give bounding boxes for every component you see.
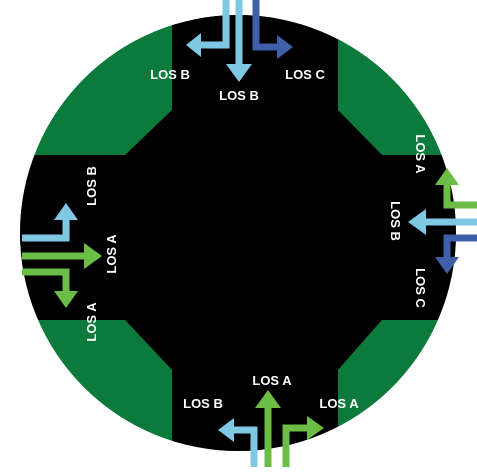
west-left-turn-arrow <box>22 218 70 242</box>
south-left-turn-arrowhead <box>218 418 234 442</box>
south-right-los-label: LOS A <box>319 396 359 411</box>
east-right-turn-arrow <box>443 183 477 209</box>
south-through-los-label: LOS A <box>252 373 292 388</box>
north-left-los-label: LOS B <box>150 67 190 82</box>
west-bottom-los-label: LOS A <box>84 302 99 342</box>
east-top-los-label: LOS A <box>413 134 428 174</box>
west-top-los-label: LOS B <box>84 166 99 206</box>
east-right-turn-arrowhead <box>435 168 459 185</box>
south-left-los-label: LOS B <box>183 396 223 411</box>
west-through-arrowhead <box>84 243 102 269</box>
south-approach-arrows <box>218 390 324 467</box>
south-through-arrowhead <box>255 390 281 408</box>
west-right-turn-arrowhead <box>54 291 78 308</box>
west-middle-los-label: LOS A <box>104 234 119 274</box>
east-middle-los-label: LOS B <box>388 201 403 241</box>
west-left-turn-arrowhead <box>54 203 78 220</box>
north-right-turn-arrowhead <box>277 35 293 59</box>
west-right-turn-arrow <box>22 268 70 292</box>
north-left-turn-arrowhead <box>186 33 201 57</box>
north-left-turn-arrow <box>199 0 230 49</box>
east-approach-arrows <box>408 168 477 274</box>
west-approach-arrows <box>22 203 102 308</box>
east-through-arrowhead <box>408 209 426 235</box>
east-left-turn-arrow <box>443 234 477 258</box>
green-corner-nw <box>20 15 172 155</box>
north-through-arrowhead <box>226 64 252 82</box>
south-right-turn-arrow <box>282 424 309 467</box>
east-left-turn-arrowhead <box>435 257 459 274</box>
north-approach-arrows <box>186 0 293 82</box>
north-right-los-label: LOS C <box>285 67 325 82</box>
south-left-turn-arrow <box>232 426 258 467</box>
east-bottom-los-label: LOS C <box>413 268 428 308</box>
north-right-turn-arrow <box>252 0 279 51</box>
south-right-turn-arrowhead <box>307 416 324 440</box>
north-through-los-label: LOS B <box>219 88 259 103</box>
